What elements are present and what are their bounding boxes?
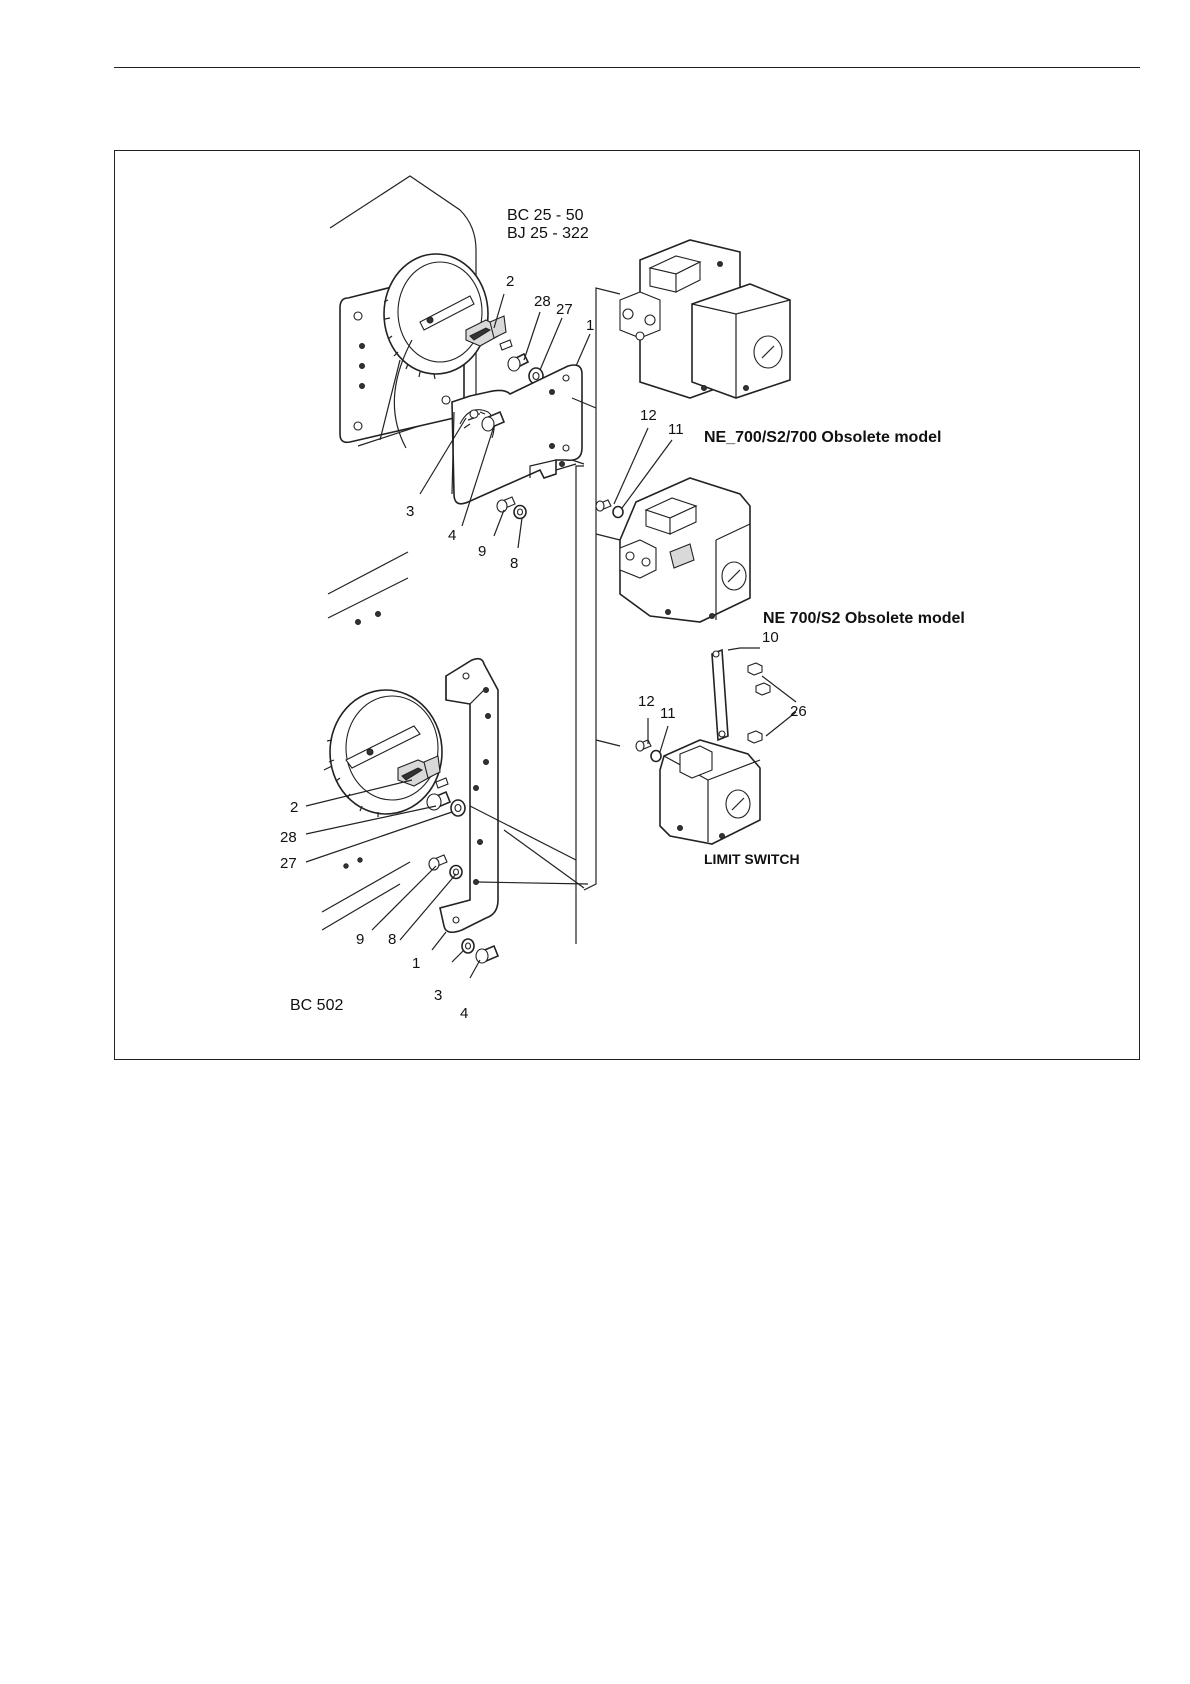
callout-28-lower: 28 xyxy=(280,829,297,846)
note-ne700-s2: NE 700/S2 Obsolete model xyxy=(763,610,965,627)
callout-1-lower: 1 xyxy=(412,955,420,972)
callout-8-upper: 8 xyxy=(510,555,518,572)
limit-switch xyxy=(660,740,760,844)
actuator-ne700-s2 xyxy=(620,478,750,622)
callout-11-middle: 11 xyxy=(668,421,684,438)
callout-1-upper: 1 xyxy=(586,317,594,334)
bracket-upper xyxy=(452,365,582,504)
bolt-28-upper xyxy=(508,354,543,384)
link-rod-10 xyxy=(712,650,728,740)
callout-9-lower: 9 xyxy=(356,931,364,948)
callout-2-lower: 2 xyxy=(290,799,298,816)
model-bc502-label: BC 502 xyxy=(290,997,343,1014)
note-ne700-s2-700: NE_700/S2/700 Obsolete model xyxy=(704,429,941,446)
bolt-9-lower xyxy=(429,855,462,879)
actuator-ne700-s2-700 xyxy=(620,240,790,398)
model-bc25-label: BC 25 - 50 xyxy=(507,207,584,224)
callout-27-upper: 27 xyxy=(556,301,573,318)
callout-27-lower: 27 xyxy=(280,855,297,872)
nuts-26 xyxy=(748,663,770,743)
screws-12-11-middle xyxy=(596,500,623,518)
callout-3-upper: 3 xyxy=(406,503,414,520)
callout-12-middle: 12 xyxy=(640,407,657,424)
callout-4-lower: 4 xyxy=(460,1005,468,1022)
callout-11-lower: 11 xyxy=(660,705,676,722)
callout-2-upper: 2 xyxy=(506,273,514,290)
callout-9-upper: 9 xyxy=(478,543,486,560)
callout-26: 26 xyxy=(790,703,807,720)
limit-switch-label: LIMIT SWITCH xyxy=(704,851,800,867)
callout-4-upper: 4 xyxy=(448,527,456,544)
callout-3-lower: 3 xyxy=(434,987,442,1004)
bolt-4-lower xyxy=(462,939,498,963)
model-bj25-label: BJ 25 - 322 xyxy=(507,225,589,242)
bolt-28-lower xyxy=(427,792,465,816)
callout-12-lower: 12 xyxy=(638,693,655,710)
bracket-lower xyxy=(440,659,498,933)
lower-valve-body xyxy=(327,690,442,817)
callout-28-upper: 28 xyxy=(534,293,551,310)
callout-8-lower: 8 xyxy=(388,931,396,948)
callout-10: 10 xyxy=(762,629,779,646)
